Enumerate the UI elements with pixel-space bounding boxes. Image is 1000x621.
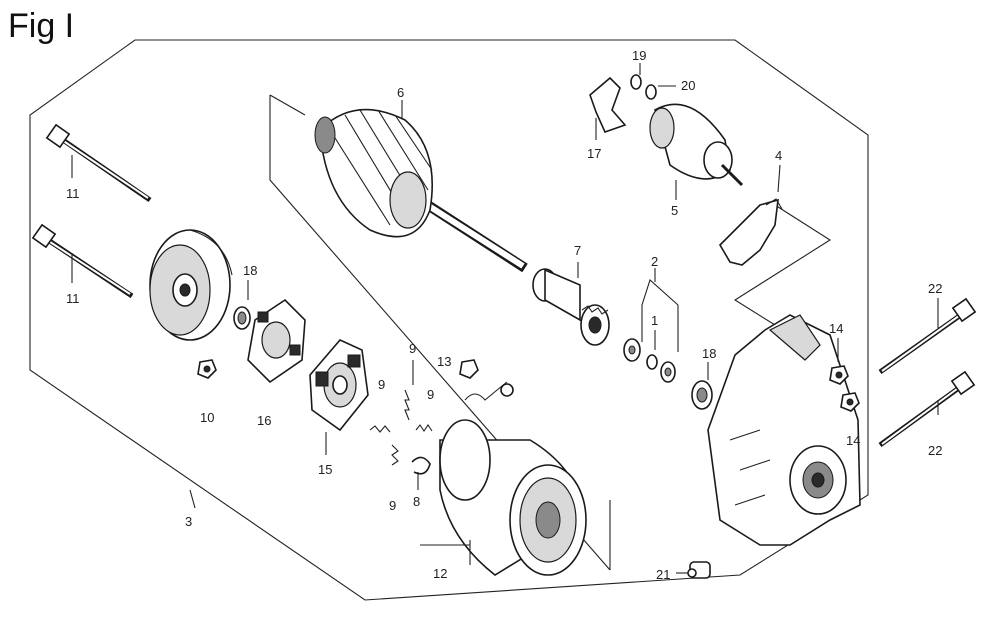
callout-22-lower: 22: [928, 443, 942, 458]
callout-15: 15: [318, 462, 332, 477]
yoke-12: [420, 419, 587, 576]
spring-9-b: [369, 425, 391, 433]
callout-14-upper: 14: [829, 321, 843, 336]
figure-title: Fig I: [8, 7, 75, 45]
nut-14-upper: [829, 338, 849, 385]
nut-13: [459, 359, 514, 401]
callout-8: 8: [413, 494, 420, 509]
callout-18-left: 18: [243, 263, 257, 278]
callout-10: 10: [200, 410, 214, 425]
bearing-18-left: [233, 280, 251, 330]
callout-9-a: 9: [409, 341, 416, 356]
callout-6: 6: [397, 85, 404, 100]
nut-14-lower: [840, 392, 860, 412]
callout-12: 12: [433, 566, 447, 581]
washer-20: [645, 84, 676, 100]
callout-22-upper: 22: [928, 281, 942, 296]
brush-holder-15: [309, 339, 369, 455]
spring-9-d: [391, 444, 399, 466]
seal-19: [630, 63, 642, 90]
callout-14-lower: 14: [846, 433, 860, 448]
bearing-18-right: [691, 362, 713, 410]
callout-4: 4: [775, 148, 782, 163]
callout-20: 20: [681, 78, 695, 93]
callout-2: 2: [651, 254, 658, 269]
callout-16: 16: [257, 413, 271, 428]
cap-21: [676, 561, 711, 579]
solenoid-5: [649, 103, 744, 200]
callout-5: 5: [671, 203, 678, 218]
callout-3: 3: [185, 514, 192, 529]
lever-17: [589, 76, 627, 140]
callout-13: 13: [437, 354, 451, 369]
callout-9-c: 9: [427, 387, 434, 402]
callout-7: 7: [574, 243, 581, 258]
bolt-22-upper: [878, 297, 977, 375]
callout-19: 19: [632, 48, 646, 63]
callout-11-lower: 11: [66, 291, 80, 306]
solenoid-outline: [733, 204, 832, 326]
callout-1: 1: [651, 313, 658, 328]
shift-lever-4: [718, 164, 783, 266]
assembly-outline: [29, 39, 869, 601]
callout-21: 21: [656, 567, 670, 582]
brush-holder-16: [247, 298, 306, 384]
drive-housing: [707, 314, 861, 546]
callout-17: 17: [587, 146, 601, 161]
callout-11-upper: 11: [66, 186, 80, 201]
spring-9-a: [404, 360, 414, 421]
rear-cover: [149, 229, 233, 341]
nut-10: [197, 359, 217, 379]
through-bolt-11-lower: [31, 223, 134, 299]
pinion-7: [532, 262, 610, 346]
washers-1-2: [623, 268, 679, 383]
callout-9-d: 9: [389, 498, 396, 513]
brush-8: [411, 456, 431, 490]
callout-18-right: 18: [702, 346, 716, 361]
spring-9-c: [415, 424, 433, 432]
armature-6: [314, 100, 528, 273]
through-bolt-11-upper: [45, 123, 152, 203]
callout-9-b: 9: [378, 377, 385, 392]
bolt-22-lower: [878, 370, 976, 448]
